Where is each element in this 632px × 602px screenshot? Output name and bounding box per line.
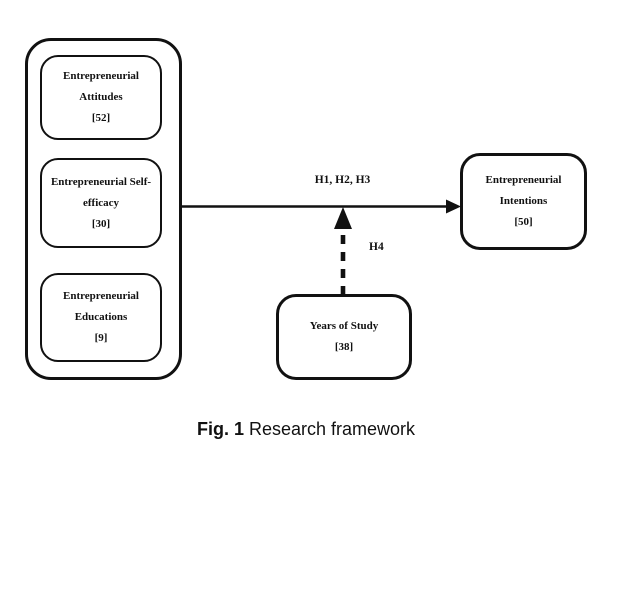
figure-caption-text: Research framework	[248, 419, 416, 439]
box-entrepreneurial-educations: Entrepreneurial Educations [9]	[40, 273, 162, 362]
box-reference: [38]	[334, 341, 354, 353]
box-reference: [9]	[94, 332, 108, 344]
box-entrepreneurial-self-efficacy: Entrepreneurial Self-efficacy [30]	[40, 158, 162, 248]
main-arrowhead-icon	[446, 199, 461, 214]
figure-caption-number: Fig. 1	[196, 419, 244, 439]
hypothesis-label-h4: H4	[369, 241, 384, 253]
box-label: Entrepreneurial Self-efficacy	[50, 175, 152, 209]
box-label: Entrepreneurial Educations	[63, 290, 139, 323]
box-reference: [30]	[91, 217, 111, 230]
box-label: Entrepreneurial Attitudes	[63, 70, 139, 103]
box-years-of-study: Years of Study [38]	[276, 294, 412, 380]
moderation-arrowhead-icon	[334, 207, 352, 229]
box-entrepreneurial-intentions: Entrepreneurial Intentions [50]	[460, 153, 587, 250]
hypothesis-label-h1-h2-h3: H1, H2, H3	[314, 174, 371, 186]
figure-caption: Fig. 1 Research framework	[146, 419, 466, 440]
box-label: Entrepreneurial Intentions	[485, 174, 562, 207]
box-reference: [52]	[91, 112, 111, 124]
box-label: Years of Study	[309, 320, 379, 332]
box-entrepreneurial-attitudes: Entrepreneurial Attitudes [52]	[40, 55, 162, 140]
box-reference: [50]	[514, 216, 533, 228]
